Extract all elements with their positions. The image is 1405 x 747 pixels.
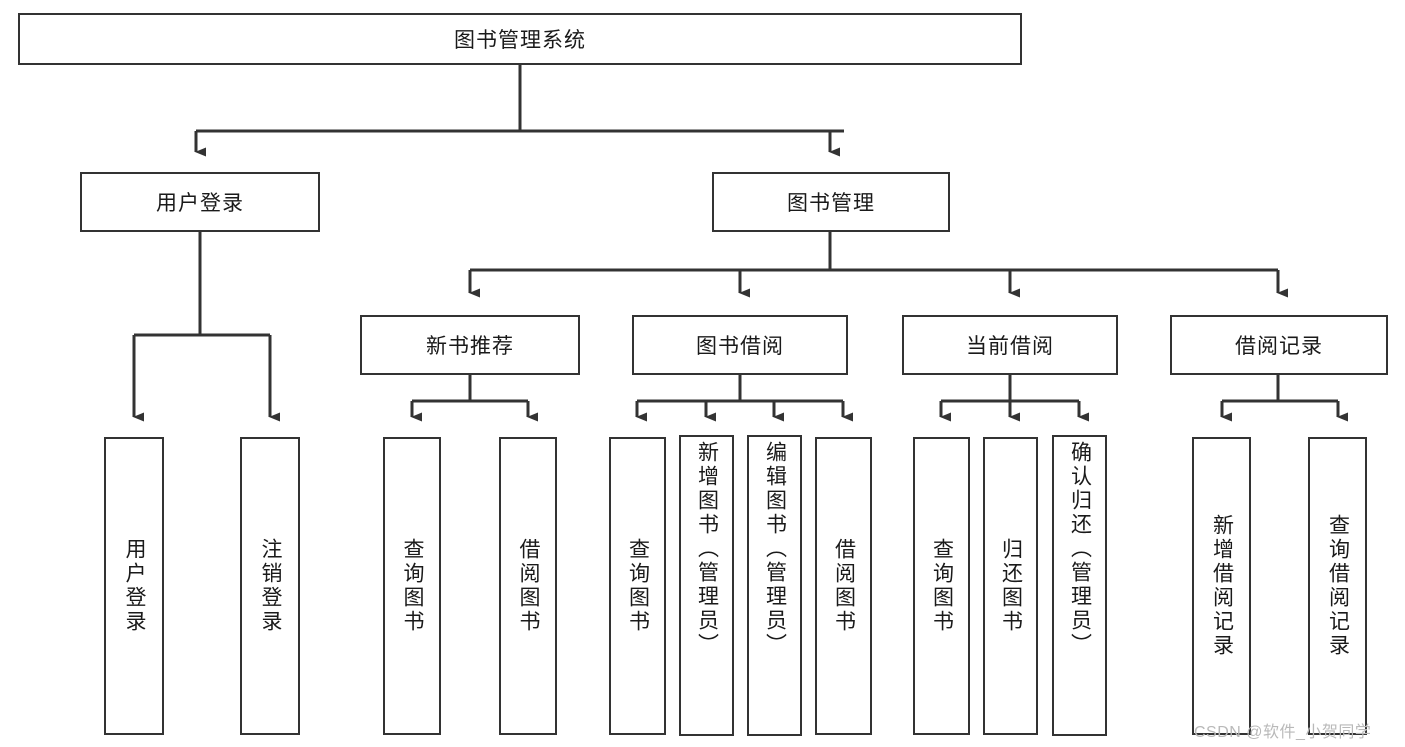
node-leaf-add-record[interactable]: 新增借阅记录 xyxy=(1192,437,1251,735)
node-book-mgmt-label: 图书管理 xyxy=(787,192,875,215)
node-leaf-query-book-2[interactable]: 查询图书 xyxy=(609,437,666,735)
node-leaf-return-book-label: 归还图书 xyxy=(999,538,1023,634)
node-leaf-return-book[interactable]: 归还图书 xyxy=(983,437,1038,735)
node-leaf-query-book-1-label: 查询图书 xyxy=(401,538,424,634)
node-leaf-user-login-label: 用户登录 xyxy=(123,538,146,634)
node-leaf-query-record-label: 查询借阅记录 xyxy=(1326,514,1350,658)
node-leaf-user-login[interactable]: 用户登录 xyxy=(104,437,164,735)
node-user-login[interactable]: 用户登录 xyxy=(80,172,320,232)
node-leaf-logout-label: 注销登录 xyxy=(259,538,282,634)
node-new-book-rec-label: 新书推荐 xyxy=(426,335,514,358)
node-user-login-label: 用户登录 xyxy=(156,192,244,215)
node-borrow-record[interactable]: 借阅记录 xyxy=(1170,315,1388,375)
node-book-borrow[interactable]: 图书借阅 xyxy=(632,315,848,375)
node-leaf-query-book-1[interactable]: 查询图书 xyxy=(383,437,441,735)
node-current-borrow-label: 当前借阅 xyxy=(966,335,1054,358)
node-root-label: 图书管理系统 xyxy=(454,29,586,52)
node-leaf-add-record-label: 新增借阅记录 xyxy=(1210,514,1234,658)
node-leaf-query-record[interactable]: 查询借阅记录 xyxy=(1308,437,1367,735)
node-leaf-add-book[interactable]: 新增图书（管理员） xyxy=(679,435,734,736)
node-leaf-query-book-2-label: 查询图书 xyxy=(626,538,650,634)
node-root[interactable]: 图书管理系统 xyxy=(18,13,1022,65)
node-borrow-record-label: 借阅记录 xyxy=(1235,335,1323,358)
node-leaf-query-book-3-label: 查询图书 xyxy=(930,538,954,634)
node-leaf-edit-book[interactable]: 编辑图书（管理员） xyxy=(747,435,802,736)
node-leaf-borrow-book-2-label: 借阅图书 xyxy=(832,538,856,634)
node-leaf-borrow-book-2[interactable]: 借阅图书 xyxy=(815,437,872,735)
node-book-mgmt[interactable]: 图书管理 xyxy=(712,172,950,232)
node-leaf-query-book-3[interactable]: 查询图书 xyxy=(913,437,970,735)
node-leaf-confirm-return[interactable]: 确认归还（管理员） xyxy=(1052,435,1107,736)
node-leaf-logout[interactable]: 注销登录 xyxy=(240,437,300,735)
node-leaf-edit-book-label: 编辑图书（管理员） xyxy=(763,441,787,657)
node-current-borrow[interactable]: 当前借阅 xyxy=(902,315,1118,375)
csdn-watermark: CSDN @软件_小贺同学 xyxy=(1194,724,1372,741)
node-leaf-borrow-book-1-label: 借阅图书 xyxy=(517,538,540,634)
node-new-book-rec[interactable]: 新书推荐 xyxy=(360,315,580,375)
node-leaf-add-book-label: 新增图书（管理员） xyxy=(695,441,719,657)
node-book-borrow-label: 图书借阅 xyxy=(696,335,784,358)
node-leaf-confirm-return-label: 确认归还（管理员） xyxy=(1068,441,1092,657)
node-leaf-borrow-book-1[interactable]: 借阅图书 xyxy=(499,437,557,735)
